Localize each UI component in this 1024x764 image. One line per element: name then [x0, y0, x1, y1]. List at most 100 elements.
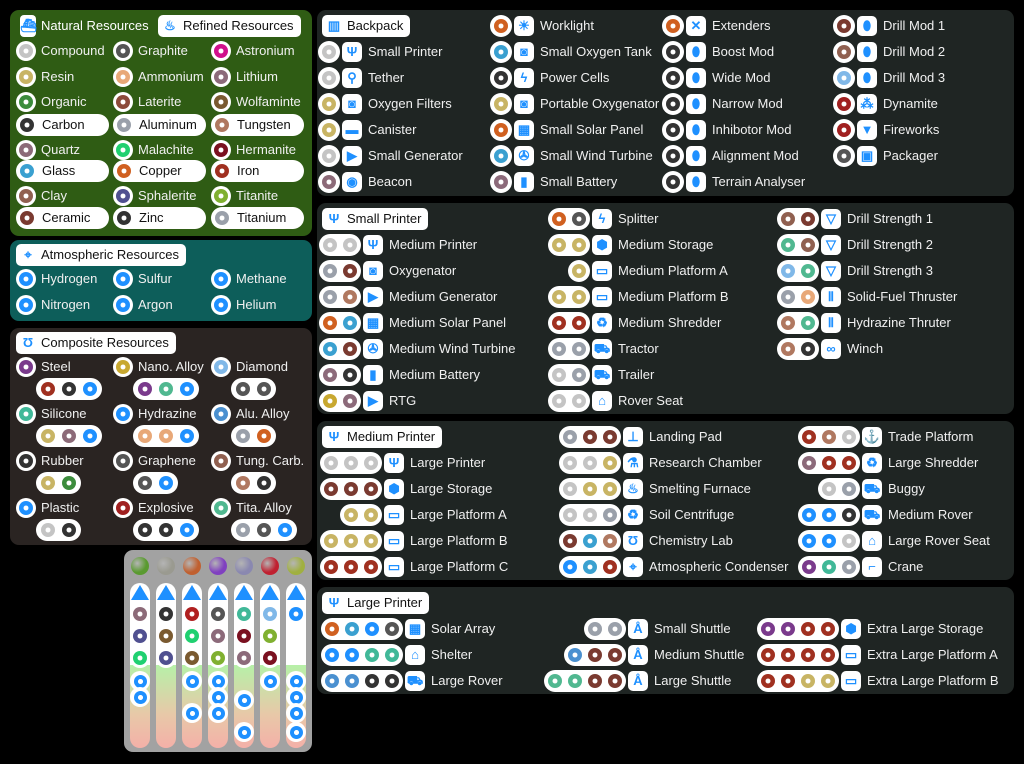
recipe-item[interactable]: ◙Portable Oxygenator	[490, 93, 659, 115]
recipe-item[interactable]: ⬢Medium Storage	[548, 234, 713, 256]
recipe-item[interactable]: ▮Medium Battery	[319, 364, 480, 386]
recipe-item[interactable]: ⚗Research Chamber	[559, 452, 762, 474]
resource-item[interactable]: Wolfaminte	[211, 91, 301, 113]
resource-item[interactable]: Laterite	[113, 91, 181, 113]
resource-item[interactable]: Hermanite	[211, 139, 296, 161]
recipe-item[interactable]: ▭Extra Large Platform B	[757, 670, 999, 692]
calidor-planet-icon[interactable]	[183, 557, 201, 575]
recipe-item[interactable]: ⌂Large Rover Seat	[798, 530, 990, 552]
composite-item[interactable]: Alu. Alloy	[211, 403, 289, 425]
desolo-planet-icon[interactable]	[157, 557, 175, 575]
recipe-item[interactable]: ⛟Large Rover	[321, 670, 503, 692]
recipe-item[interactable]: ▬Canister	[318, 119, 416, 141]
composite-item[interactable]: Silicone	[16, 403, 87, 425]
recipe-item[interactable]: ✇Medium Wind Turbine	[319, 338, 515, 360]
recipe-item[interactable]: ⬢Large Storage	[320, 478, 492, 500]
recipe-item[interactable]: ▭Medium Platform B	[548, 286, 729, 308]
resource-item[interactable]: Argon	[113, 294, 173, 316]
recipe-item[interactable]: ▦Medium Solar Panel	[319, 312, 506, 334]
resource-item[interactable]: Quartz	[16, 139, 80, 161]
resource-item[interactable]: Zinc	[113, 207, 206, 229]
recipe-item[interactable]: ◙Oxygen Filters	[318, 93, 452, 115]
composite-item[interactable]: Tita. Alloy	[211, 497, 292, 519]
recipe-item[interactable]: ⬮Alignment Mod	[662, 145, 799, 167]
resource-item[interactable]: Glass	[16, 160, 109, 182]
recipe-item[interactable]: ▦Small Solar Panel	[490, 119, 643, 141]
recipe-item[interactable]: ▽Drill Strength 1	[777, 208, 933, 230]
recipe-item[interactable]: ⬮Drill Mod 2	[833, 41, 945, 63]
resource-item[interactable]: Carbon	[16, 114, 109, 136]
resource-item[interactable]: Hydrogen	[16, 268, 97, 290]
recipe-item[interactable]: ▶RTG	[319, 390, 416, 412]
composite-item[interactable]: Graphene	[113, 450, 196, 472]
resource-item[interactable]: Aluminum	[113, 114, 206, 136]
recipe-item[interactable]: ♨Smelting Furnace	[559, 478, 751, 500]
resource-item[interactable]: Malachite	[113, 139, 194, 161]
recipe-item[interactable]: ⬮Wide Mod	[662, 67, 771, 89]
resource-item[interactable]: Compound	[16, 40, 105, 62]
recipe-item[interactable]: ⊥Landing Pad	[559, 426, 722, 448]
recipe-item[interactable]: ✕Extenders	[662, 15, 771, 37]
resource-item[interactable]: Graphite	[113, 40, 188, 62]
recipe-item[interactable]: ▶Small Generator	[318, 145, 463, 167]
resource-item[interactable]: Ceramic	[16, 207, 109, 229]
recipe-item[interactable]: ▶Medium Generator	[319, 286, 497, 308]
recipe-item[interactable]: ▣Packager	[833, 145, 938, 167]
recipe-item[interactable]: ⁂Dynamite	[833, 93, 938, 115]
recipe-item[interactable]: ⛟Medium Rover	[798, 504, 973, 526]
recipe-item[interactable]: ▼Fireworks	[833, 119, 939, 141]
atrox-planet-icon[interactable]	[287, 557, 305, 575]
resource-item[interactable]: Iron	[211, 160, 304, 182]
resource-item[interactable]: Methane	[211, 268, 287, 290]
resource-item[interactable]: Lithium	[211, 66, 278, 88]
recipe-item[interactable]: ⌖Atmospheric Condenser	[559, 556, 788, 578]
resource-item[interactable]: Organic	[16, 91, 87, 113]
composite-item[interactable]: Steel	[16, 356, 71, 378]
composite-item[interactable]: Explosive	[113, 497, 194, 519]
composite-item[interactable]: Diamond	[211, 356, 288, 378]
resource-item[interactable]: Helium	[211, 294, 276, 316]
resource-item[interactable]: Sphalerite	[113, 185, 197, 207]
recipe-item[interactable]: ♻Large Shredder	[798, 452, 978, 474]
resource-item[interactable]: Ammonium	[113, 66, 204, 88]
recipe-item[interactable]: ⌐Crane	[798, 556, 923, 578]
resource-item[interactable]: Tungsten	[211, 114, 304, 136]
recipe-item[interactable]: ⬮Drill Mod 1	[833, 15, 945, 37]
composite-item[interactable]: Tung. Carb.	[211, 450, 304, 472]
resource-item[interactable]: Clay	[16, 185, 67, 207]
recipe-item[interactable]: ⬮Inhibotor Mod	[662, 119, 792, 141]
recipe-item[interactable]: ▭Medium Platform A	[568, 260, 728, 282]
composite-item[interactable]: Rubber	[16, 450, 84, 472]
recipe-item[interactable]: ∞Winch	[777, 338, 883, 360]
recipe-item[interactable]: ▭Large Platform B	[320, 530, 508, 552]
recipe-item[interactable]: ♻Medium Shredder	[548, 312, 721, 334]
recipe-item[interactable]: ⛟Trailer	[548, 364, 654, 386]
recipe-item[interactable]: ⛟Tractor	[548, 338, 659, 360]
recipe-item[interactable]: ▽Drill Strength 3	[777, 260, 933, 282]
recipe-item[interactable]: ▭Extra Large Platform A	[757, 644, 998, 666]
recipe-item[interactable]: ⬢Extra Large Storage	[757, 618, 983, 640]
recipe-item[interactable]: ◙Small Oxygen Tank	[490, 41, 652, 63]
recipe-item[interactable]: ▭Large Platform C	[320, 556, 508, 578]
sylva-planet-icon[interactable]	[131, 557, 149, 575]
vesania-planet-icon[interactable]	[209, 557, 227, 575]
recipe-item[interactable]: ▦Solar Array	[321, 618, 495, 640]
recipe-item[interactable]: ▮Small Battery	[490, 171, 617, 193]
resource-item[interactable]: Sulfur	[113, 268, 172, 290]
recipe-item[interactable]: ⬮Narrow Mod	[662, 93, 783, 115]
recipe-item[interactable]: ⬮Drill Mod 3	[833, 67, 945, 89]
glacio-planet-icon[interactable]	[261, 557, 279, 575]
recipe-item[interactable]: ◉Beacon	[318, 171, 412, 193]
recipe-item[interactable]: ♻Soil Centrifuge	[559, 504, 734, 526]
composite-item[interactable]: Nano. Alloy	[113, 356, 204, 378]
